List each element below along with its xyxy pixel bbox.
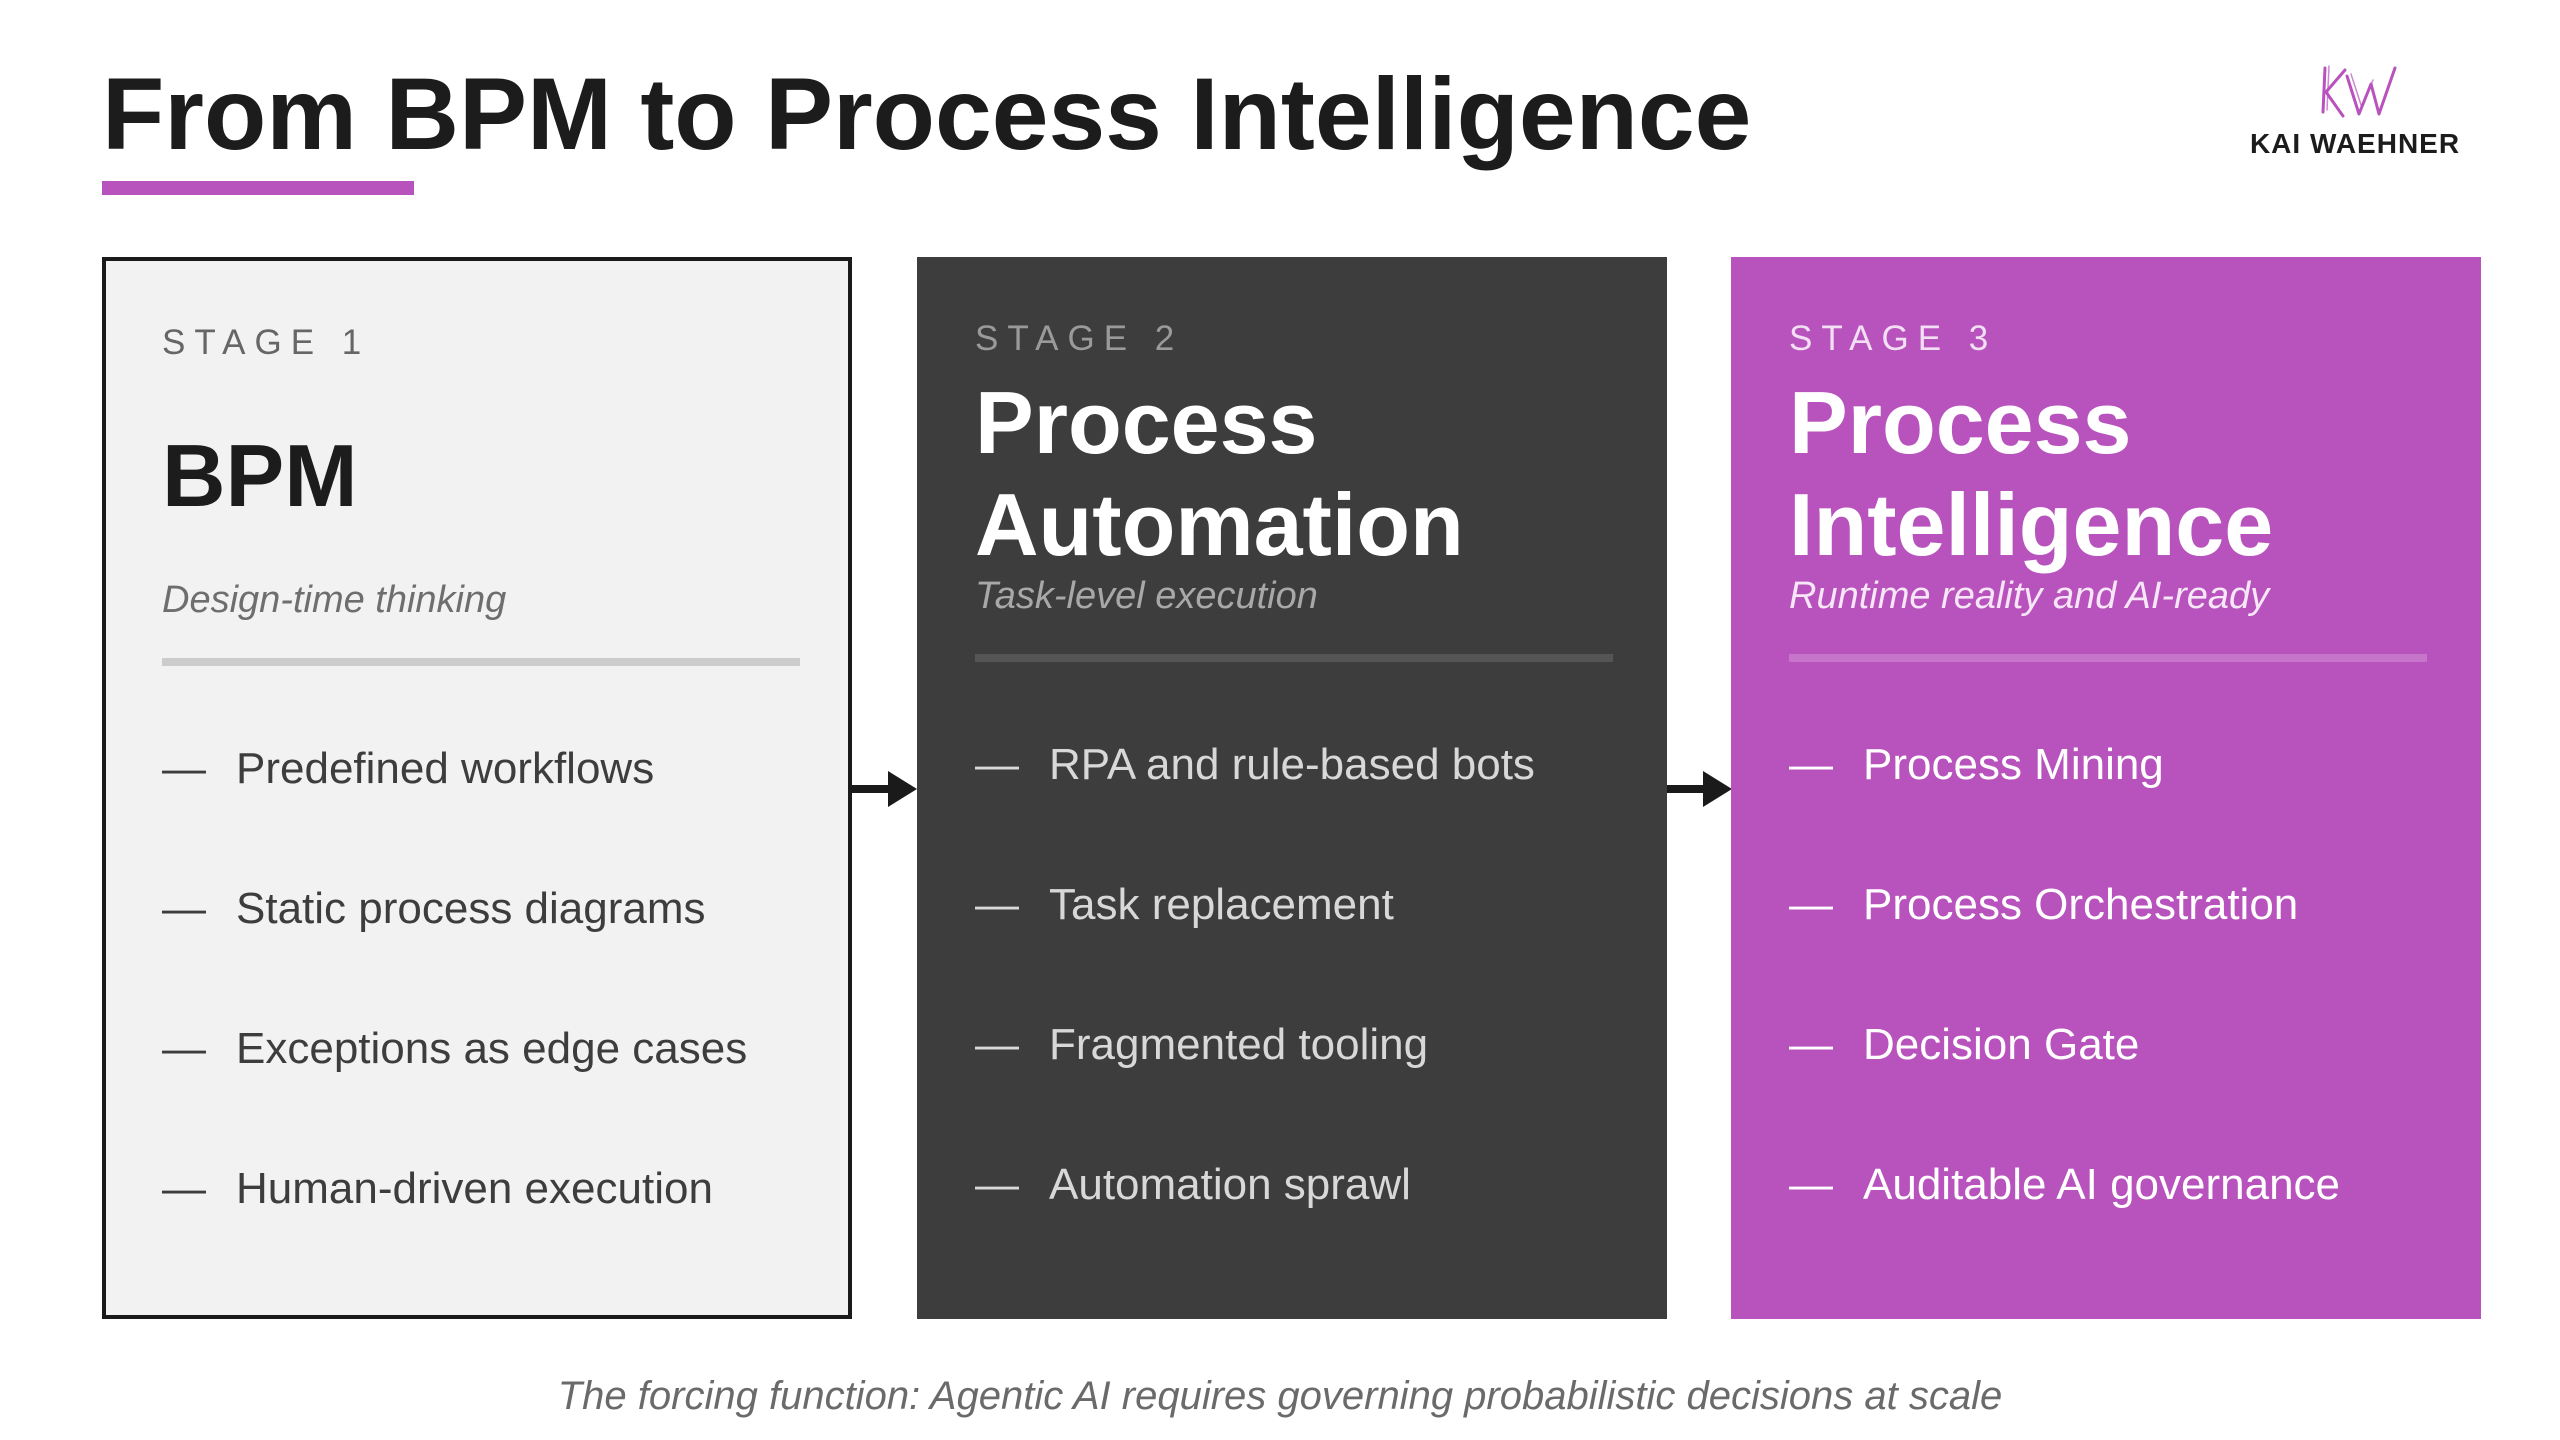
list-item-text: Static process diagrams [236, 884, 706, 933]
dash-bullet: — [162, 1024, 206, 1073]
dash-bullet: — [975, 1020, 1019, 1069]
stage-card-process-intelligence: STAGE 3 Process Intelligence Runtime rea… [1731, 257, 2481, 1319]
list-item-text: RPA and rule-based bots [1049, 740, 1535, 789]
dash-bullet: — [162, 1164, 206, 1213]
stage-divider [162, 658, 800, 666]
list-item-text: Process Orchestration [1863, 880, 2299, 929]
list-item-text: Automation sprawl [1049, 1160, 1411, 1209]
stage-name: BPM [162, 426, 358, 525]
stage-label: STAGE 2 [975, 319, 1184, 358]
list-item: — Predefined workflows [162, 739, 654, 799]
stage-name-line: Automation [975, 475, 1464, 574]
stage-name: Process Automation [975, 372, 1464, 576]
dash-bullet: — [1789, 1020, 1833, 1069]
list-item-text: Process Mining [1863, 740, 2164, 789]
stage-name-line: Process [975, 373, 1318, 472]
stage-label: STAGE 3 [1789, 319, 1998, 358]
stage-divider [975, 654, 1613, 662]
list-item: — Exceptions as edge cases [162, 1019, 747, 1079]
stage-card-bpm: STAGE 1 BPM Design-time thinking — Predef… [102, 257, 852, 1319]
dash-bullet: — [1789, 1160, 1833, 1209]
list-item: — Process Mining [1789, 735, 2164, 795]
footer-caption: The forcing function: Agentic AI require… [557, 1374, 2003, 1418]
list-item: — Fragmented tooling [975, 1015, 1428, 1075]
title-underline [102, 181, 414, 195]
logo-text: KAI WAEHNER [2249, 128, 2461, 159]
page-title: From BPM to Process Intelligence [102, 57, 1752, 171]
dash-bullet: — [1789, 740, 1833, 789]
arrow-right-icon [1667, 771, 1732, 807]
list-item: — Process Orchestration [1789, 875, 2298, 935]
stage-subtitle: Task-level execution [975, 575, 1318, 617]
list-item: — Task replacement [975, 875, 1394, 935]
dash-bullet: — [975, 880, 1019, 929]
list-item-text: Task replacement [1049, 880, 1394, 929]
list-item: — Human-driven execution [162, 1159, 713, 1219]
list-item-text: Exceptions as edge cases [236, 1024, 748, 1073]
list-item-text: Decision Gate [1863, 1020, 2140, 1069]
dash-bullet: — [975, 740, 1019, 789]
list-item-text: Human-driven execution [236, 1164, 713, 1213]
list-item: — Decision Gate [1789, 1015, 2139, 1075]
dash-bullet: — [975, 1160, 1019, 1209]
stage-label: STAGE 1 [162, 323, 371, 362]
stage-subtitle: Design-time thinking [162, 579, 507, 621]
brand-logo: KAI WAEHNER [2230, 62, 2480, 162]
stage-name-line: Intelligence [1789, 475, 2274, 574]
list-item-text: Auditable AI governance [1863, 1160, 2341, 1209]
list-item: — Static process diagrams [162, 879, 706, 939]
list-item-text: Fragmented tooling [1049, 1020, 1429, 1069]
dash-bullet: — [162, 884, 206, 933]
list-item: — Auditable AI governance [1789, 1155, 2340, 1215]
arrow-right-icon [852, 771, 917, 807]
stage-divider [1789, 654, 2427, 662]
dash-bullet: — [1789, 880, 1833, 929]
kw-monogram-icon [2321, 65, 2397, 118]
dash-bullet: — [162, 744, 206, 793]
stage-name: Process Intelligence [1789, 372, 2273, 576]
stage-name-line: Process [1789, 373, 2132, 472]
list-item: — RPA and rule-based bots [975, 735, 1535, 795]
list-item: — Automation sprawl [975, 1155, 1411, 1215]
stage-card-process-automation: STAGE 2 Process Automation Task-level ex… [917, 257, 1667, 1319]
stage-subtitle: Runtime reality and AI-ready [1789, 575, 2270, 617]
list-item-text: Predefined workflows [236, 744, 655, 793]
